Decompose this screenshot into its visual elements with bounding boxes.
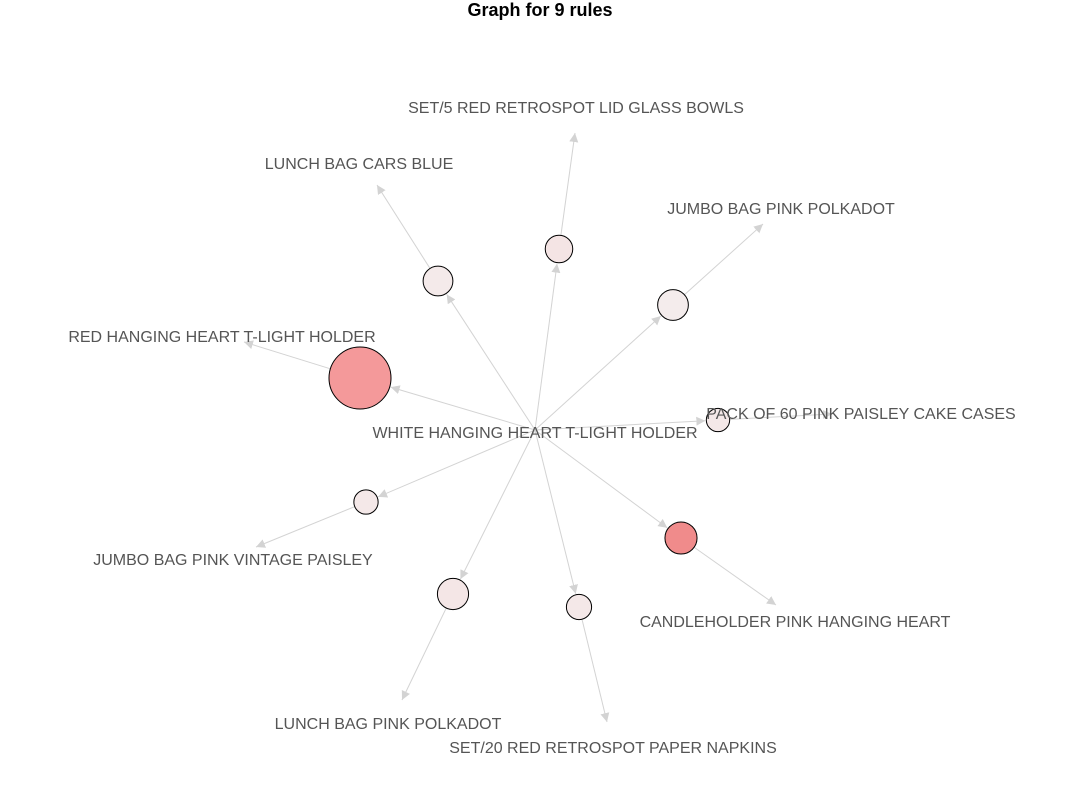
edges-layer (243, 132, 833, 723)
rule-node-3 (422, 265, 454, 297)
item-label-red-hanging-heart-t-light-holder: RED HANGING HEART T-LIGHT HOLDER (68, 329, 375, 346)
item-label-lunch-bag-cars-blue: LUNCH BAG CARS BLUE (265, 156, 454, 173)
edge-rule-to-consequent-1 (243, 340, 331, 370)
edge-rule-to-consequent-6 (401, 607, 447, 701)
rule-node-1 (328, 346, 392, 410)
edge-antecedent-to-rule-2 (534, 429, 668, 529)
edge-antecedent-to-rule-3 (446, 294, 536, 431)
item-label-lunch-bag-pink-polkadot: LUNCH BAG PINK POLKADOT (275, 716, 502, 733)
edge-rule-to-consequent-3 (376, 184, 431, 269)
edge-rule-to-consequent-4 (560, 132, 579, 236)
rule-node-2 (664, 521, 698, 555)
item-label-pack-of-60-pink-paisley-cake-cases: PACK OF 60 PINK PAISLEY CAKE CASES (706, 406, 1015, 423)
rule-nodes-layer (328, 234, 731, 621)
item-label-candleholder-pink-hanging-heart: CANDLEHOLDER PINK HANGING HEART (640, 614, 951, 631)
edge-rule-to-consequent-5 (684, 223, 764, 296)
item-label-jumbo-bag-pink-polkadot: JUMBO BAG PINK POLKADOT (667, 201, 895, 218)
edge-antecedent-to-rule-5 (534, 315, 662, 431)
rule-node-8 (353, 489, 379, 515)
edge-antecedent-to-rule-4 (534, 263, 561, 431)
edge-rule-to-consequent-8 (255, 506, 355, 548)
item-label-jumbo-bag-pink-vintage-paisley: JUMBO BAG PINK VINTAGE PAISLEY (93, 552, 373, 569)
edge-rule-to-consequent-9 (729, 409, 833, 420)
edge-antecedent-to-rule-6 (459, 429, 536, 580)
rule-node-5 (657, 289, 689, 321)
edge-rule-to-consequent-2 (693, 546, 777, 606)
rule-node-9 (705, 407, 731, 433)
rule-node-4 (544, 234, 574, 264)
edge-antecedent-to-rule-8 (377, 429, 536, 498)
center-item-label: WHITE HANGING HEART T-LIGHT HOLDER (372, 425, 697, 442)
item-labels-layer: SET/5 RED RETROSPOT LID GLASS BOWLS LUNCH… (68, 100, 1015, 757)
rule-node-7 (565, 593, 593, 621)
edge-antecedent-to-rule-7 (534, 429, 578, 594)
graph-title: Graph for 9 rules (467, 0, 612, 20)
edge-antecedent-to-rule-9 (534, 416, 706, 431)
edge-antecedent-to-rule-1 (390, 385, 536, 431)
item-label-set20-red-retrospot-paper-napkins: SET/20 RED RETROSPOT PAPER NAPKINS (449, 740, 777, 757)
edge-rule-to-consequent-7 (581, 619, 610, 723)
rule-node-6 (436, 577, 470, 611)
item-label-set5-red-retrospot-lid-glass-bowls: SET/5 RED RETROSPOT LID GLASS BOWLS (408, 100, 744, 117)
